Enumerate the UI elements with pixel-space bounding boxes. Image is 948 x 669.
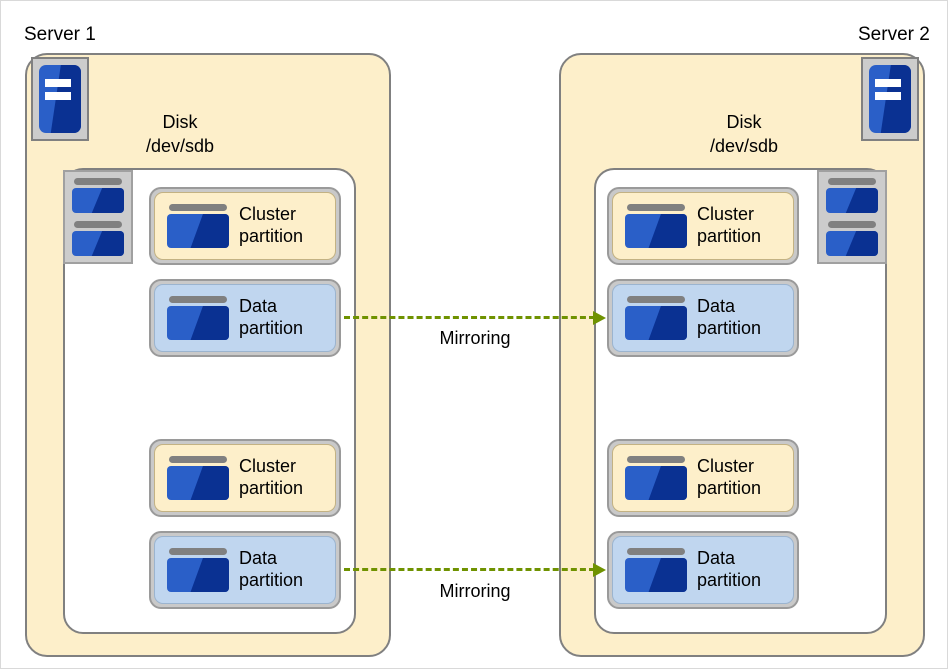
server-chassis — [39, 65, 81, 133]
disk-platter-1 — [826, 178, 878, 214]
partition-body — [625, 558, 687, 592]
disk-platter-body — [826, 188, 878, 214]
partition-card-icon — [167, 204, 229, 248]
partition-inner: Data partition — [154, 536, 336, 604]
disk-platter-body — [826, 230, 878, 256]
server-1-data-partition-2[interactable]: Data partition — [149, 531, 341, 609]
disk-platter-2 — [826, 220, 878, 256]
partition-label: Data partition — [239, 296, 304, 338]
partition-card-icon — [625, 456, 687, 500]
server-1-cluster-partition-2[interactable]: Cluster partition — [149, 439, 341, 517]
server-2-disk-stack-icon — [817, 170, 887, 264]
partition-bar — [627, 456, 685, 463]
partition-inner: Data partition — [612, 536, 794, 604]
disk-platter-1 — [72, 178, 124, 214]
disk-platter-bar — [828, 220, 876, 228]
server-chassis — [869, 65, 911, 133]
server-slot-1 — [44, 79, 71, 88]
partition-body — [625, 214, 687, 248]
server-slot-2 — [874, 92, 901, 101]
mirroring-label-bottom: Mirroring — [439, 581, 511, 601]
server-2-cluster-partition-1[interactable]: Cluster partition — [607, 187, 799, 265]
server-2-title: Server 2 — [858, 24, 930, 45]
partition-body — [167, 306, 229, 340]
partition-body — [625, 306, 687, 340]
partition-body — [167, 558, 229, 592]
partition-inner: Cluster partition — [612, 444, 794, 512]
partition-inner: Data partition — [154, 284, 336, 352]
server-2-machine-icon — [861, 57, 919, 141]
partition-inner: Cluster partition — [154, 444, 336, 512]
mirroring-arrow-top — [344, 311, 606, 325]
partition-bar — [627, 204, 685, 211]
partition-body — [625, 466, 687, 500]
partition-label: Data partition — [239, 548, 304, 590]
server-slot-2 — [44, 92, 71, 101]
server-1-title: Server 1 — [24, 24, 96, 45]
partition-label: Cluster partition — [239, 456, 304, 498]
mirroring-arrow-head — [593, 311, 606, 325]
partition-inner: Data partition — [612, 284, 794, 352]
disk-platter-bar — [828, 178, 876, 185]
disk-platter-body — [72, 230, 124, 256]
partition-bar — [169, 204, 227, 211]
partition-label: Cluster partition — [239, 204, 304, 246]
partition-bar — [169, 296, 227, 303]
partition-label: Cluster partition — [697, 204, 762, 246]
partition-bar — [169, 548, 227, 555]
mirroring-arrow-line — [344, 568, 595, 571]
partition-inner: Cluster partition — [612, 192, 794, 260]
server-1-data-partition-1[interactable]: Data partition — [149, 279, 341, 357]
partition-body — [167, 214, 229, 248]
partition-card-icon — [167, 456, 229, 500]
server-2-data-partition-2[interactable]: Data partition — [607, 531, 799, 609]
partition-card-icon — [167, 548, 229, 592]
mirroring-arrow-line — [344, 316, 595, 319]
partition-bar — [169, 456, 227, 463]
mirroring-label-top: Mirroring — [439, 328, 511, 348]
partition-bar — [627, 296, 685, 303]
partition-bar — [627, 548, 685, 555]
partition-label: Cluster partition — [697, 456, 762, 498]
partition-label: Data partition — [697, 548, 762, 590]
server-slot-1 — [874, 79, 901, 88]
partition-card-icon — [625, 296, 687, 340]
server-2-cluster-partition-2[interactable]: Cluster partition — [607, 439, 799, 517]
mirroring-arrow-bottom — [344, 563, 606, 577]
mirroring-arrow-head — [593, 563, 606, 577]
partition-card-icon — [167, 296, 229, 340]
disk-platter-2 — [72, 220, 124, 256]
disk-platter-bar — [74, 220, 122, 228]
server-1-disk-stack-icon — [63, 170, 133, 264]
partition-card-icon — [625, 548, 687, 592]
server-1-cluster-partition-1[interactable]: Cluster partition — [149, 187, 341, 265]
disk-platter-body — [72, 188, 124, 214]
disk-platter-bar — [74, 178, 122, 185]
server-2-disk-label: Disk /dev/sdb — [709, 112, 779, 156]
server-1-machine-icon — [31, 57, 89, 141]
server-2-data-partition-1[interactable]: Data partition — [607, 279, 799, 357]
server-1-disk-label: Disk /dev/sdb — [145, 112, 215, 156]
partition-body — [167, 466, 229, 500]
partition-card-icon — [625, 204, 687, 248]
partition-label: Data partition — [697, 296, 762, 338]
partition-inner: Cluster partition — [154, 192, 336, 260]
